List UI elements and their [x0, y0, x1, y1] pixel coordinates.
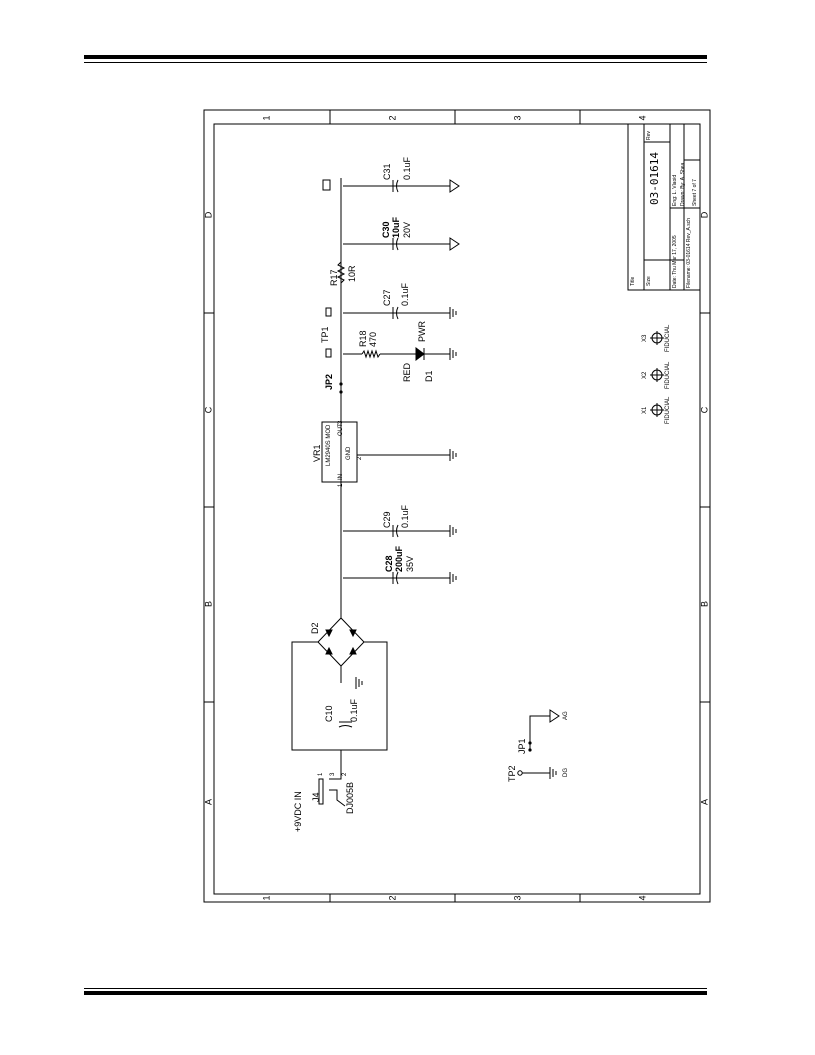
c30-label: C30 — [381, 221, 391, 238]
jp2-label: JP2 — [324, 374, 334, 390]
date-text: Date: Thu Mar 17, 2005 — [672, 235, 678, 288]
c10-value: 0.1uF — [349, 698, 359, 722]
pin-1: 1 — [318, 772, 324, 776]
header-rule-thin — [84, 62, 707, 63]
size-label: Size — [646, 276, 652, 286]
x1-label: X1 — [642, 406, 648, 414]
vr1-out: OUT — [338, 423, 344, 436]
footer-rule-thin — [84, 988, 707, 989]
vr1-in: IN — [338, 474, 344, 480]
pin-2: 2 — [342, 772, 348, 776]
jack-label: DJ005B — [345, 782, 355, 814]
resistors — [336, 261, 381, 359]
c28-label: C28 — [384, 555, 394, 572]
left-letter-b: B — [203, 601, 213, 607]
c29-value: 0.1uF — [400, 504, 410, 528]
drawn-text: Drawn: By: A. Shea — [680, 162, 686, 206]
c27-label: C27 — [382, 289, 392, 306]
vr1-gnd: GND — [346, 446, 352, 460]
c30-value: 10uF — [391, 216, 401, 238]
wires — [291, 178, 550, 774]
x3-fiducial: FIDUCIAL — [665, 324, 671, 352]
tp1-label: TP1 — [320, 326, 330, 343]
header-rule-thick — [84, 55, 707, 59]
footer-rule-thick — [84, 991, 707, 995]
x1-fiducial: FIDUCIAL — [665, 396, 671, 424]
doc-number: 03-01614 — [648, 152, 661, 205]
sheet-text: Sheet 7 of 7 — [692, 179, 698, 206]
r17-value: 10R — [347, 265, 357, 282]
c28-voltage: 35V — [405, 556, 415, 572]
c31-value: 0.1uF — [402, 156, 412, 180]
c30-voltage: 20V — [402, 222, 412, 238]
filename-text: Filename: 03-01614 Rev_A.sch — [686, 218, 692, 288]
vr1-regulator — [321, 421, 358, 483]
fiducials — [650, 331, 664, 417]
d2-label: D2 — [310, 622, 320, 634]
top-number-4: 4 — [637, 115, 647, 120]
vr1-pin1: 1 — [338, 483, 344, 487]
right-letter-d: D — [699, 211, 709, 218]
capacitors — [392, 179, 399, 585]
engineer-text: Eng: L. Vlaoid — [672, 175, 678, 206]
c27-value: 0.1uF — [400, 282, 410, 306]
c29-label: C29 — [382, 511, 392, 528]
d1-color: RED — [402, 362, 412, 382]
right-letter-b: B — [699, 601, 709, 607]
right-letter-a: A — [699, 799, 709, 805]
ground-symbols — [355, 179, 560, 779]
x3-label: X3 — [642, 334, 648, 342]
bottom-number-1: 1 — [261, 895, 271, 900]
c28-value: 200uF — [394, 545, 404, 572]
left-letter-c: C — [203, 406, 213, 413]
top-number-1: 1 — [261, 115, 271, 120]
tp2-label: TP2 — [507, 765, 517, 782]
top-number-3: 3 — [512, 115, 522, 120]
r18-value: 470 — [368, 332, 378, 347]
jumper-dots — [339, 382, 532, 752]
jp1-label: JP1 — [517, 738, 527, 754]
pin-3: 3 — [330, 772, 336, 776]
c10-label: C10 — [324, 705, 334, 722]
vr1-part: LM2940S MOD — [326, 424, 332, 466]
j4-connector — [318, 764, 346, 807]
title-label: Title — [630, 277, 636, 286]
rev-label: Rev — [646, 131, 652, 140]
frame-inner — [213, 123, 701, 895]
vr1-label: VR1 — [312, 444, 322, 462]
left-letter-a: A — [203, 799, 213, 805]
c10-capacitor — [338, 721, 353, 728]
d1-pwr: PWR — [417, 321, 427, 342]
test-points — [322, 179, 523, 776]
bottom-number-3: 3 — [512, 895, 522, 900]
vr1-pin2: 2 — [357, 456, 363, 460]
r18-label: R18 — [358, 330, 368, 347]
title-block — [627, 123, 701, 291]
left-letter-d: D — [203, 211, 213, 218]
top-number-2: 2 — [387, 115, 397, 120]
x2-fiducial: FIDUCIAL — [665, 361, 671, 389]
bottom-number-2: 2 — [387, 895, 397, 900]
d2-bridge-rectifier — [317, 617, 365, 667]
frame-outer — [203, 109, 711, 903]
d1-label: D1 — [424, 370, 434, 382]
c31-label: C31 — [382, 163, 392, 180]
vr1-pin3: 3 — [338, 420, 344, 424]
right-letter-c: C — [699, 406, 709, 413]
j4-label: J4 — [311, 792, 321, 802]
x2-label: X2 — [642, 371, 648, 379]
power-in-label: +9VDC IN — [293, 791, 303, 832]
r17-label: R17 — [329, 269, 339, 286]
ag-label: AG — [563, 711, 569, 720]
d1-led — [415, 347, 425, 361]
dg-label: DG — [563, 768, 569, 777]
bottom-number-4: 4 — [637, 895, 647, 900]
